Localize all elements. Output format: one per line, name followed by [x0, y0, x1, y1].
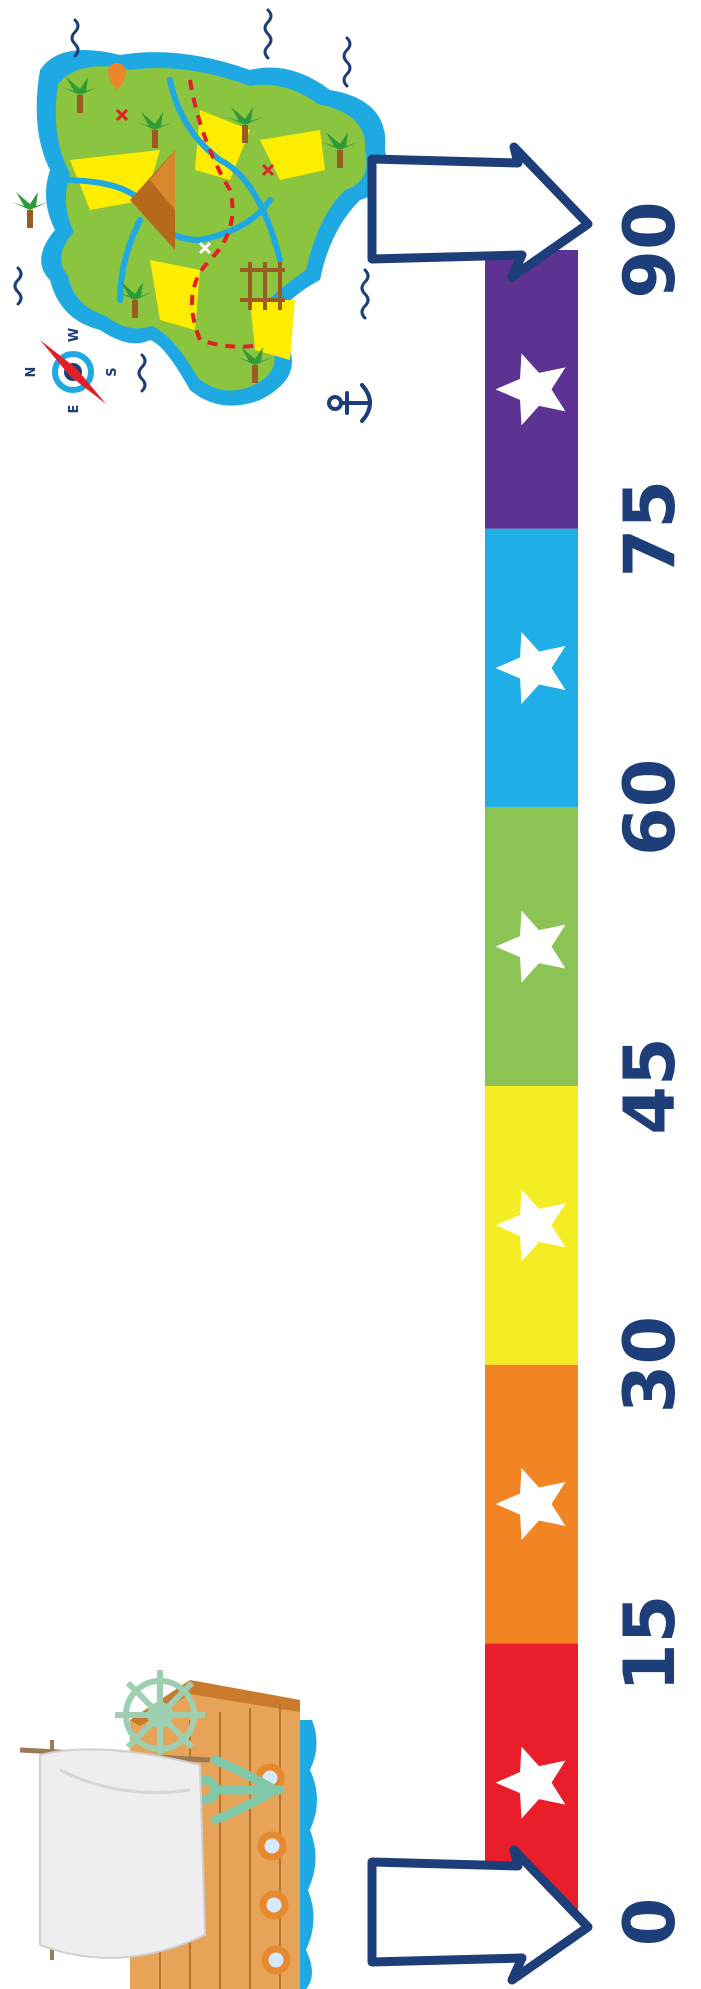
- treasure-map-icon: [12, 50, 388, 406]
- wave-icon: [13, 8, 370, 393]
- tick-labels: 0 15 30 45 60 75 90: [609, 201, 691, 1946]
- arrow-right-icon: [367, 142, 593, 1985]
- ship-wheel-icon: [115, 1670, 205, 1760]
- tick-label: 60: [609, 759, 691, 856]
- tick-label: 75: [609, 480, 691, 577]
- compass-e-label: E: [67, 405, 82, 414]
- anchor-icon: [327, 383, 372, 423]
- compass-w-label: W: [67, 328, 82, 342]
- compass-n-label: N: [24, 367, 39, 378]
- compass-icon: N E S W: [24, 328, 120, 414]
- tick-label: 30: [609, 1316, 691, 1413]
- tick-label: 90: [609, 201, 691, 298]
- timeline-bar: [485, 250, 578, 1922]
- tick-label: 15: [609, 1595, 691, 1692]
- tick-label: 0: [609, 1898, 691, 1947]
- palm-tree-icon: [12, 77, 358, 383]
- compass-s-label: S: [105, 367, 120, 376]
- tick-label: 45: [609, 1037, 691, 1134]
- ship-icon: [19, 1670, 317, 1989]
